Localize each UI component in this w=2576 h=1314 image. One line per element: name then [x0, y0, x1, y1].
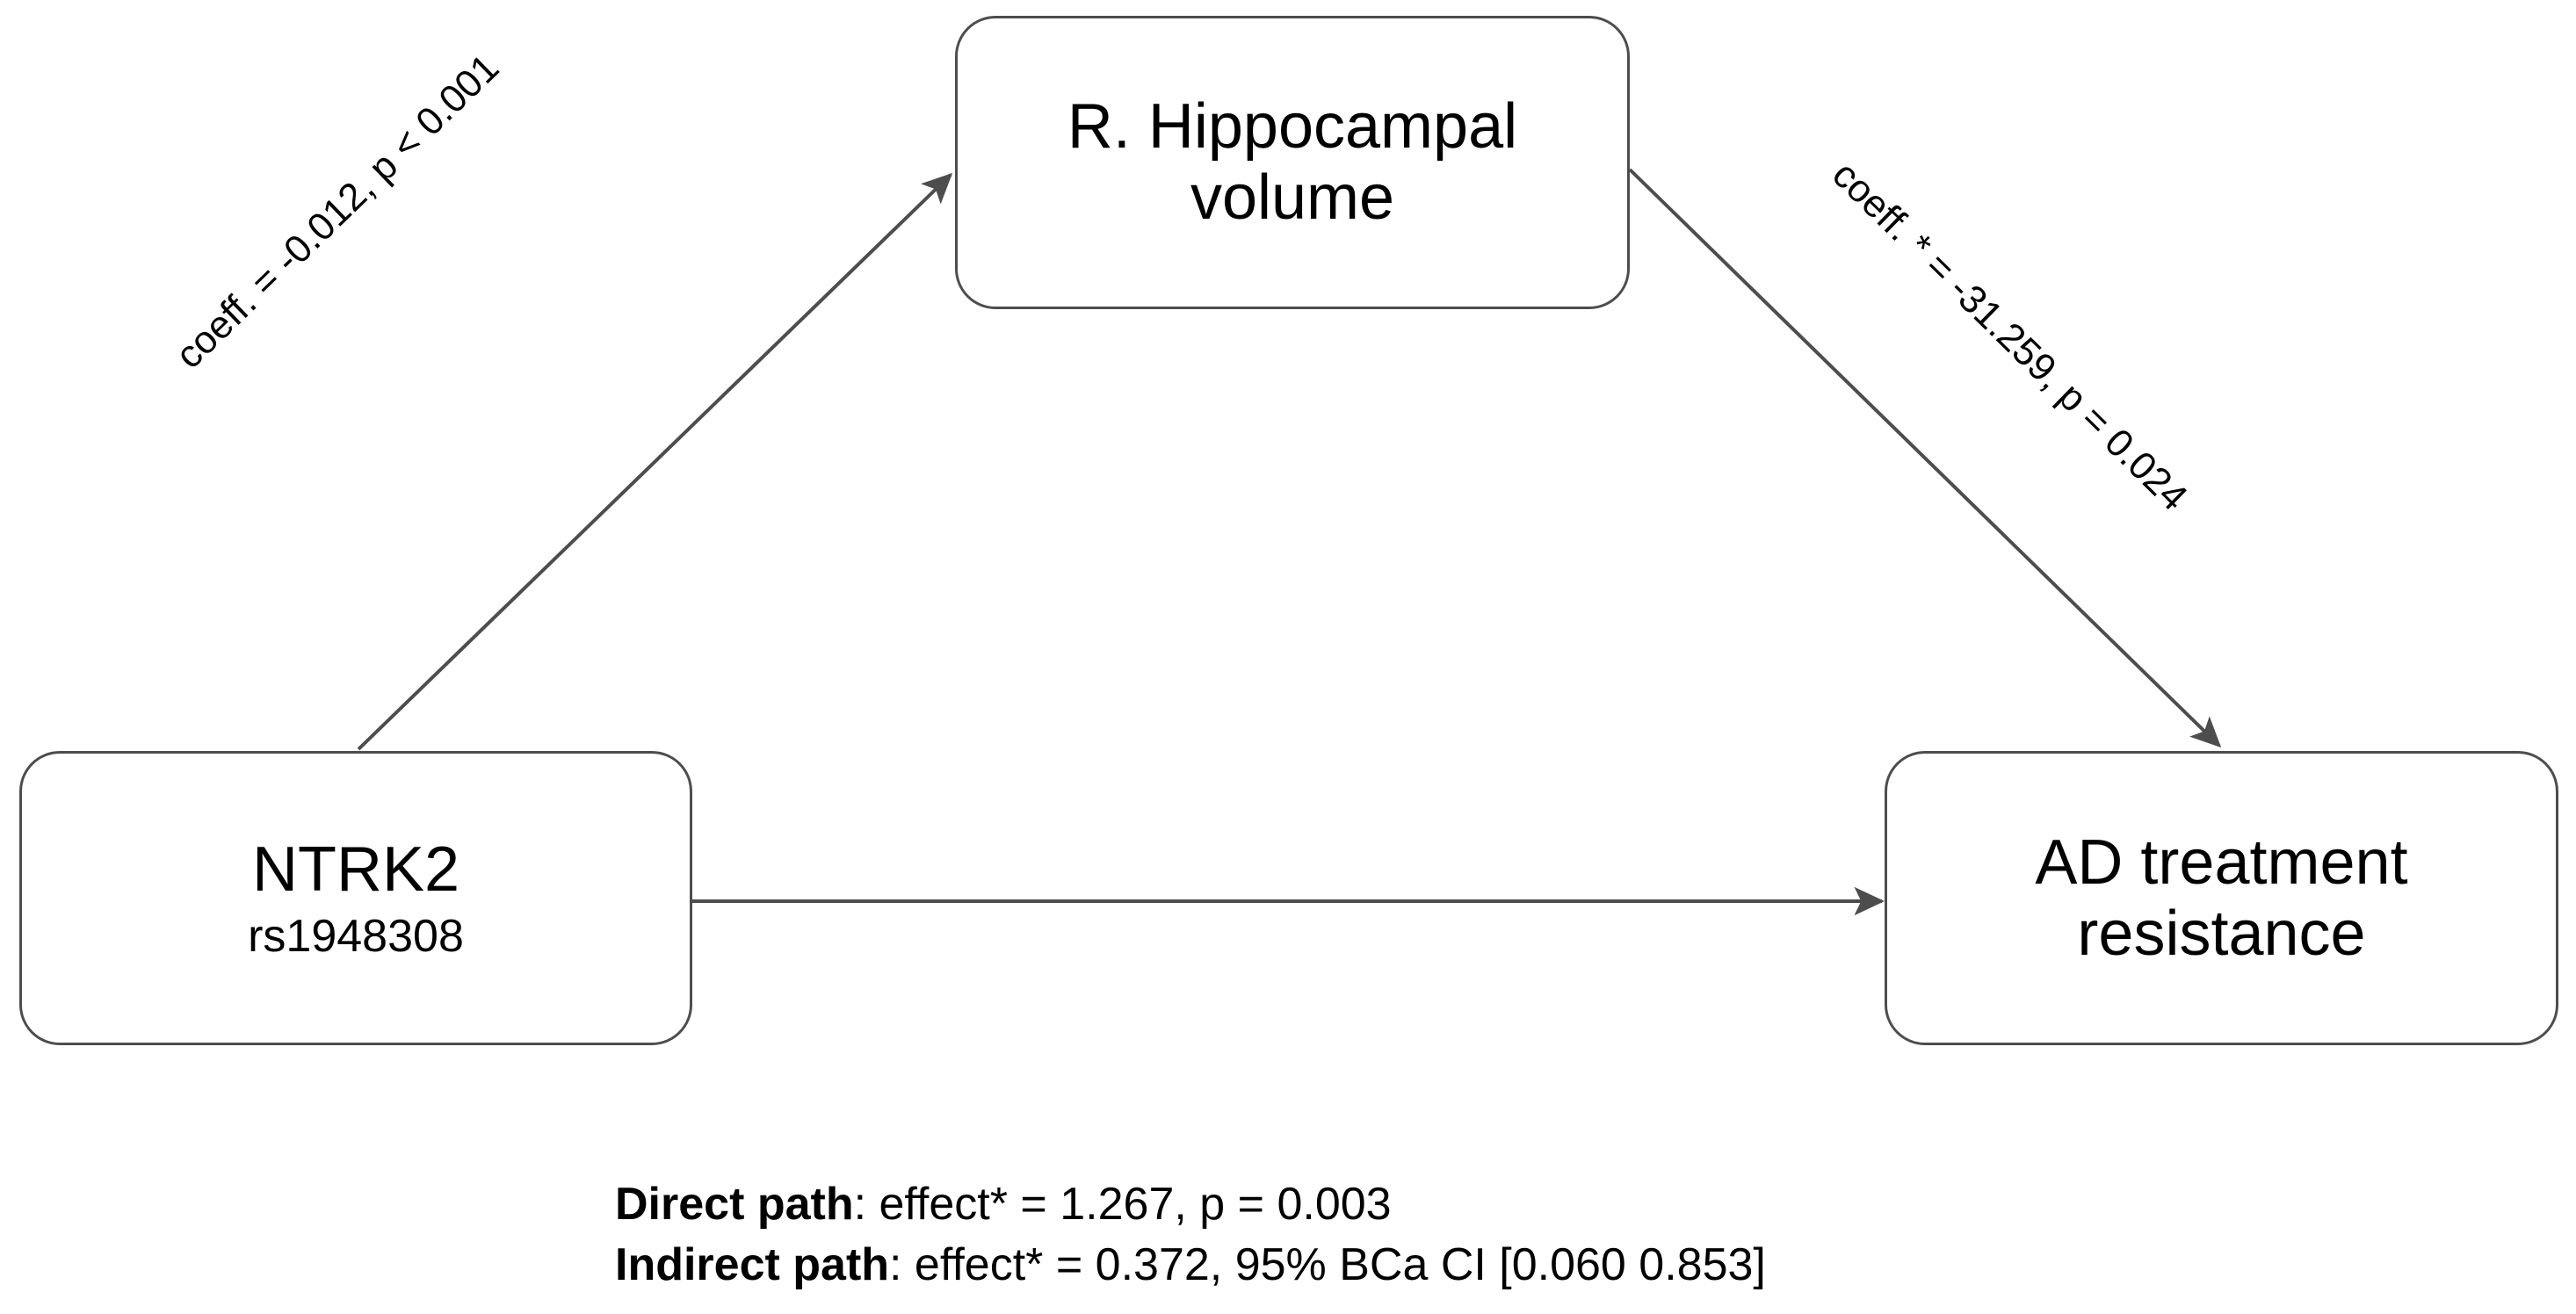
node-outcome-label-line1: AD treatment: [2035, 827, 2408, 898]
node-predictor-ntrk2[interactable]: NTRK2 rs1948308: [19, 751, 692, 1045]
node-mediator-label-line2: volume: [1190, 162, 1395, 233]
caption-direct-path-lead: Direct path: [615, 1179, 854, 1230]
caption-direct-path-row: Direct path: effect* = 1.267, p = 0.003: [615, 1174, 1766, 1235]
edge-a-path-label: coeff. = -0.012, p < 0.001: [167, 46, 508, 378]
caption-direct-path-rest: : effect* = 1.267, p = 0.003: [853, 1179, 1392, 1230]
caption-indirect-path-rest: : effect* = 0.372, 95% BCa CI [0.060 0.8…: [889, 1239, 1766, 1291]
node-mediator-label-line1: R. Hippocampal: [1067, 91, 1518, 162]
caption-indirect-path-lead: Indirect path: [615, 1239, 890, 1291]
node-predictor-gene-label: NTRK2: [251, 834, 460, 906]
edge-a-path-line: [357, 172, 953, 751]
caption-block: Direct path: effect* = 1.267, p = 0.003 …: [615, 1174, 1766, 1296]
node-predictor-snp-label: rs1948308: [248, 910, 464, 962]
caption-indirect-path-row: Indirect path: effect* = 0.372, 95% BCa …: [615, 1235, 1766, 1296]
node-outcome-label-line2: resistance: [2077, 898, 2366, 969]
node-mediator-hippocampal-volume[interactable]: R. Hippocampal volume: [955, 16, 1630, 309]
edge-b-path-label: coeff. * = -31.259, p = 0.024: [1824, 153, 2196, 519]
node-outcome-ad-treatment-resistance[interactable]: AD treatment resistance: [1885, 751, 2558, 1045]
